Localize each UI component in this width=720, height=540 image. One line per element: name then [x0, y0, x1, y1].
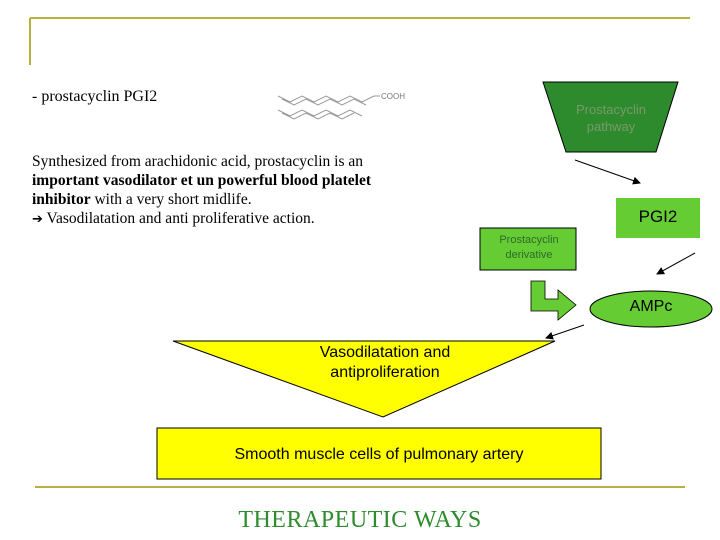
ampc-ellipse: [589, 290, 713, 328]
prostacyclin-derivative-label: Prostacyclin derivative: [499, 234, 559, 261]
right-arrow-icon: ➔: [32, 212, 43, 227]
pgi2-label: PGI2: [638, 207, 678, 226]
body-line-3-bold: inhibitor: [32, 191, 91, 208]
prostacyclin-pathway-label: Prostacyclin pathway: [575, 102, 647, 134]
prostacyclin-derivative-box: [479, 227, 577, 271]
prostacyclin-molecule-structure: [277, 95, 380, 120]
vasodilatation-label: Vasodilatation and antiproliferation: [319, 344, 451, 381]
arrow-pgi2-to-ampc: [656, 252, 696, 275]
prostacyclin-pathway-shape: [542, 81, 679, 153]
body-line-2: important vasodilator et un powerful blo…: [32, 171, 442, 190]
smooth-muscle-label: Smooth muscle cells of pulmonary artery: [234, 446, 524, 463]
arrow-ampc-to-effect: [545, 324, 585, 340]
ampc-label: AMPc: [629, 298, 673, 315]
body-paragraph: Synthesized from arachidonic acid, prost…: [32, 152, 442, 229]
body-line-4: ➔ Vasodilatation and anti proliferative …: [32, 209, 442, 229]
body-line-3-rest: with a very short midlife.: [90, 191, 252, 208]
body-line-3: inhibitor with a very short midlife.: [32, 190, 442, 209]
green-l-arrow: [530, 280, 577, 321]
molecule-cooh-label: COOH: [381, 92, 405, 101]
body-line-4-text: Vasodilatation and anti proliferative ac…: [42, 210, 315, 227]
pgi2-box: [616, 198, 700, 238]
body-line-1: Synthesized from arachidonic acid, prost…: [32, 153, 363, 170]
body-line-2-bold: important vasodilator et un powerful blo…: [32, 172, 371, 189]
arrow-pathway-to-pgi2: [574, 159, 641, 185]
smooth-muscle-box: [156, 427, 602, 480]
footer-title: THERAPEUTIC WAYS: [238, 507, 482, 533]
vasodilatation-triangle: [172, 340, 556, 418]
slide-heading: - prostacyclin PGI2: [32, 88, 158, 105]
